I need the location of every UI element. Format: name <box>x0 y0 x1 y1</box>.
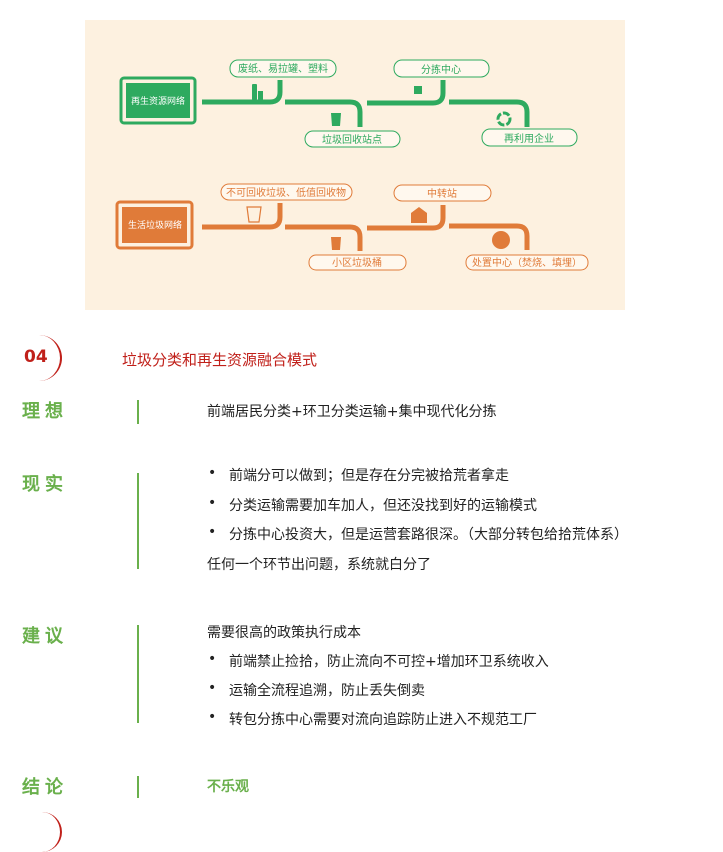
step-label: 不可回收垃圾、低值回收物 <box>226 186 346 199</box>
sorting-icon <box>414 86 422 94</box>
next-section-arc <box>30 812 62 852</box>
step-label: 废纸、易拉罐、塑料 <box>238 62 328 75</box>
step-pill <box>304 130 401 148</box>
recycle-icon <box>496 111 512 127</box>
recycle-network-row: 再生资源网络 废纸、易拉罐、塑料 垃圾回收站点 分拣中心 再利用企业 <box>119 59 578 148</box>
section-number-arc <box>30 335 62 381</box>
waste-network-title: 生活垃圾网络 <box>128 219 182 231</box>
step-label: 小区垃圾桶 <box>332 256 382 269</box>
recycle-network-title: 再生资源网络 <box>131 95 185 107</box>
flow-line <box>367 80 446 106</box>
step-pill <box>393 184 492 202</box>
flow-line <box>202 80 283 105</box>
divider <box>137 400 139 424</box>
step-label: 处置中心（焚烧、填埋） <box>472 256 582 269</box>
advice-label: 建议 <box>22 626 68 647</box>
community-bin-icon <box>331 237 341 250</box>
ideal-text: 前端居民分类+环卫分类运输+集中现代化分拣 <box>207 404 497 420</box>
trash-bin-icon <box>331 113 341 126</box>
ideal-label: 理想 <box>22 401 68 422</box>
step-pill <box>465 254 589 271</box>
step-label: 中转站 <box>427 187 457 200</box>
reality-label: 现实 <box>22 474 68 495</box>
step-label: 再利用企业 <box>504 132 554 145</box>
divider <box>137 473 139 569</box>
section-number: 04 <box>24 347 48 367</box>
divider <box>137 776 139 798</box>
flow-line <box>202 203 283 230</box>
conclusion-label: 结论 <box>22 777 68 798</box>
divider <box>137 625 139 723</box>
advice-intro: 需要很高的政策执行成本 <box>207 625 361 641</box>
step-pill <box>229 59 337 78</box>
reality-note: 任何一个环节出问题，系统就白分了 <box>207 557 431 573</box>
step-label: 分拣中心 <box>421 63 461 76</box>
step-pill <box>220 183 353 201</box>
step-pill <box>393 59 490 78</box>
flow-line <box>367 205 446 231</box>
step-pill <box>308 254 407 271</box>
flow-line <box>285 224 363 251</box>
transfer-station-icon <box>411 207 427 223</box>
waste-network-row: 生活垃圾网络 不可回收垃圾、低值回收物 小区垃圾桶 中转站 处置中心（焚烧、填埋… <box>115 183 589 271</box>
bottle-can-icon <box>252 84 257 100</box>
flow-line <box>285 99 363 127</box>
truck-icon <box>492 231 510 249</box>
trash-bin-icon <box>246 206 262 223</box>
flow-line <box>449 99 530 127</box>
flow-line <box>449 223 530 250</box>
section-title: 垃圾分类和再生资源融合模式 <box>122 351 318 369</box>
conclusion-text: 不乐观 <box>207 779 249 795</box>
step-pill <box>481 128 578 147</box>
step-label: 垃圾回收站点 <box>322 133 382 146</box>
recycling-network-diagram: 再生资源网络 废纸、易拉罐、塑料 垃圾回收站点 分拣中心 再利用企业 生活垃圾网… <box>85 20 625 310</box>
